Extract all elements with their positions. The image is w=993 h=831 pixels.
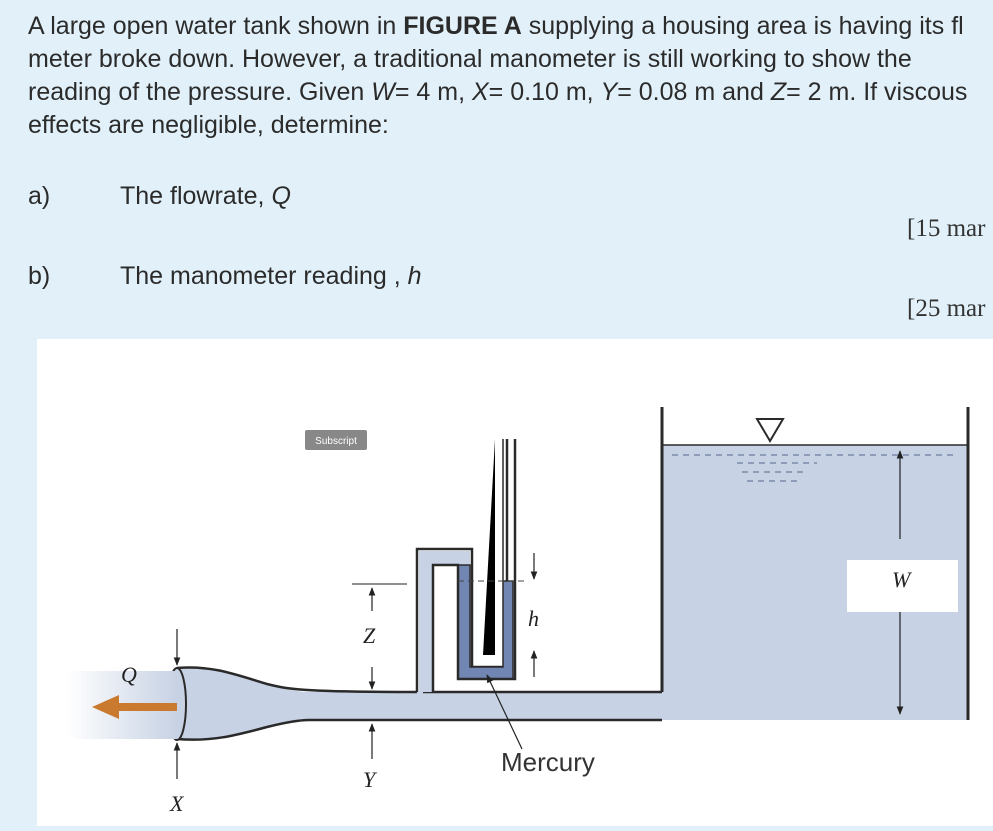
text-segment: A large open water tank shown in [28, 12, 404, 40]
pipe-walls [309, 690, 662, 722]
subscript-tag-label: Subscript [315, 436, 357, 447]
figure-diagram: Subscript X Q Y Z h W Mercury [67, 407, 970, 816]
figure-reference: FIGURE A [403, 12, 522, 40]
label-z: Z [363, 623, 376, 648]
flow-arrow-icon [92, 695, 119, 719]
question-b-marks: [25 mar [907, 295, 986, 322]
var-X: X [471, 78, 489, 106]
manometer-inner [431, 439, 517, 692]
figure-a: Subscript X Q Y Z h W Mercury [37, 339, 993, 826]
label-h: h [528, 606, 539, 631]
problem-line-1: A large open water tank shown in FIGURE … [28, 10, 993, 43]
text-segment: = 0.08 m and [617, 78, 771, 106]
var-Z: Z [770, 78, 787, 106]
question-b-letter: b) [28, 262, 51, 290]
nozzle-outline [176, 666, 418, 741]
question-a-text: The flowrate, Q [120, 181, 291, 211]
label-q: Q [121, 662, 137, 687]
label-y: Y [363, 767, 378, 792]
text-segment: = 0.10 m, [488, 78, 601, 106]
question-b-label: The manometer reading , [120, 262, 408, 290]
w-label-box [847, 560, 958, 612]
text-segment: reading of the pressure. Given [28, 78, 372, 106]
label-x: X [169, 791, 185, 816]
var-Y: Y [600, 78, 618, 106]
problem-line-3: reading of the pressure. Given W= 4 m, X… [28, 76, 993, 109]
problem-line-2: meter broke down. However, a traditional… [28, 45, 912, 73]
text-segment: = 2 m. If viscous [786, 78, 968, 106]
label-w: W [892, 567, 912, 592]
problem-statement: A large open water tank shown in FIGURE … [28, 10, 993, 142]
question-a-letter: a) [28, 182, 51, 210]
var-W: W [371, 78, 395, 106]
text-segment: supplying a housing area is having its f… [521, 12, 964, 40]
var-Q: Q [271, 182, 291, 210]
pipe-fluid [309, 692, 664, 720]
free-surface-icon [755, 418, 785, 443]
problem-line-4: effects are negligible, determine: [28, 111, 389, 139]
mercury-leader [486, 674, 523, 750]
text-segment: = 4 m, [394, 78, 472, 106]
subscript-tag [305, 430, 367, 450]
question-b-text: The manometer reading , h [120, 261, 422, 291]
label-mercury: Mercury [501, 747, 595, 777]
nozzle-fluid [177, 667, 309, 740]
question-a-label: The flowrate, [120, 182, 272, 210]
var-h: h [407, 262, 422, 290]
question-a-marks: [15 mar [907, 215, 986, 242]
